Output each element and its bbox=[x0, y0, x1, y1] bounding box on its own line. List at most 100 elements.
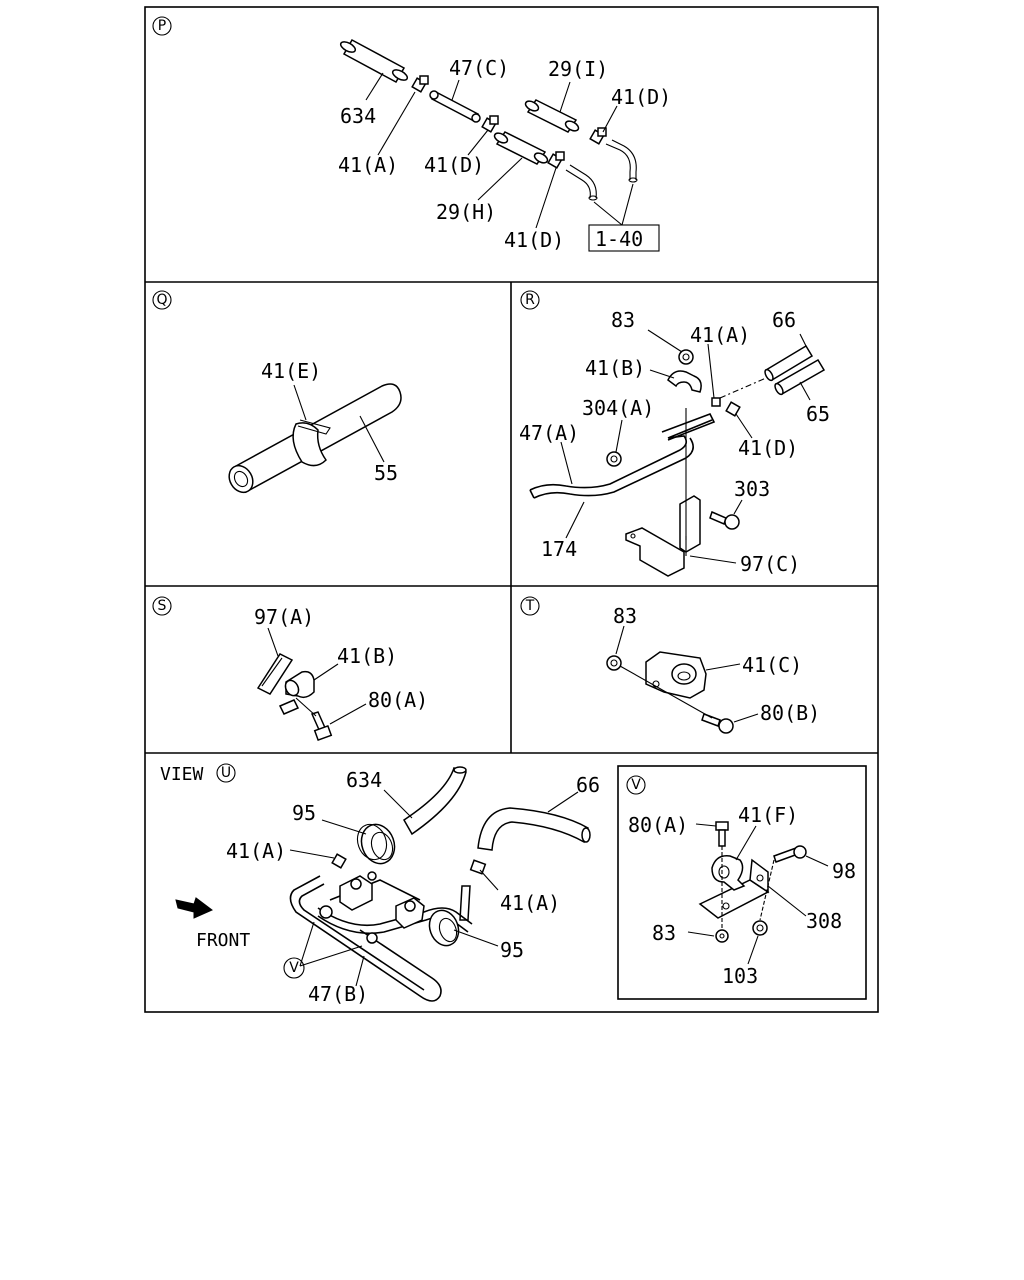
grommet-95-b bbox=[428, 909, 460, 947]
hose-66 bbox=[764, 344, 814, 382]
label-47b: 47(B) bbox=[308, 982, 368, 1006]
label-41a-r: 41(A) bbox=[690, 323, 750, 347]
label-80b: 80(B) bbox=[760, 701, 820, 725]
label-41d-2: 41(D) bbox=[424, 153, 484, 177]
panel-p-letter: P bbox=[158, 18, 166, 34]
clamp-41a-u-b bbox=[469, 859, 487, 875]
nut-83-v bbox=[715, 929, 729, 943]
label-308: 308 bbox=[806, 909, 842, 933]
bolt-80a-s bbox=[310, 711, 333, 742]
label-303: 303 bbox=[734, 477, 770, 501]
panel-u-badge: U bbox=[216, 763, 236, 783]
label-41e: 41(E) bbox=[261, 359, 321, 383]
brackets-u bbox=[319, 871, 425, 944]
label-41b-r: 41(B) bbox=[585, 356, 645, 380]
front-label: FRONT bbox=[196, 930, 250, 951]
label-95-a: 95 bbox=[292, 801, 316, 825]
hose-29h bbox=[493, 131, 549, 165]
hose-66-u bbox=[477, 807, 591, 851]
panel-t: T 83 41(C) 80(B) bbox=[520, 596, 820, 734]
panel-r-badge: R bbox=[520, 290, 540, 310]
nut-83-t bbox=[606, 655, 622, 671]
bolt-80b bbox=[701, 713, 734, 734]
label-41a: 41(A) bbox=[338, 153, 398, 177]
label-80a-v: 80(A) bbox=[628, 813, 688, 837]
label-41b-s: 41(B) bbox=[337, 644, 397, 668]
panel-v-badge: V bbox=[626, 775, 646, 795]
label-29i: 29(I) bbox=[548, 57, 608, 81]
hose-634 bbox=[339, 38, 409, 84]
panel-q-badge: Q bbox=[152, 290, 172, 310]
panel-t-letter: T bbox=[525, 598, 535, 614]
panel-q-letter: Q bbox=[156, 292, 167, 308]
label-634: 634 bbox=[340, 104, 376, 128]
panel-q: Q 41(E) 55 bbox=[152, 290, 402, 494]
label-304a: 304(A) bbox=[582, 396, 654, 420]
panel-q-leaders bbox=[293, 384, 385, 463]
label-29h: 29(H) bbox=[436, 200, 496, 224]
centerline-r bbox=[719, 377, 767, 399]
nut-103 bbox=[752, 920, 768, 936]
label-174: 174 bbox=[541, 537, 577, 561]
panel-u-letter: U bbox=[221, 765, 231, 781]
panel-v-letter: V bbox=[631, 777, 641, 793]
hose-short-u bbox=[459, 885, 471, 921]
label-66-r: 66 bbox=[772, 308, 796, 332]
label-97c: 97(C) bbox=[740, 552, 800, 576]
label-41c: 41(C) bbox=[742, 653, 802, 677]
panel-u-leaders bbox=[289, 789, 579, 987]
panel-s-badge: S bbox=[152, 596, 172, 616]
panel-s-leaders bbox=[267, 627, 367, 725]
label-83-v: 83 bbox=[652, 921, 676, 945]
panel-r: R bbox=[519, 290, 830, 577]
label-47a: 47(A) bbox=[519, 421, 579, 445]
clamp-41d-r bbox=[725, 401, 741, 417]
ref-1-40-box: 1-40 bbox=[595, 227, 643, 251]
nut-304a bbox=[606, 451, 622, 467]
bolt-98 bbox=[773, 845, 807, 863]
label-41d-r: 41(D) bbox=[738, 436, 798, 460]
clamp-41e bbox=[292, 419, 331, 467]
label-80a-s: 80(A) bbox=[368, 688, 428, 712]
clamp-41d-b bbox=[589, 127, 607, 145]
panel-r-leaders bbox=[560, 329, 811, 564]
clamp-41a-r bbox=[711, 397, 721, 407]
label-98: 98 bbox=[832, 859, 856, 883]
axis-s bbox=[295, 697, 317, 717]
label-83-r: 83 bbox=[611, 308, 635, 332]
panel-u: VIEW U FRONT bbox=[160, 763, 600, 1006]
view-label: VIEW bbox=[160, 764, 204, 785]
clip-41b-r bbox=[667, 370, 702, 393]
axis-v-2 bbox=[759, 859, 775, 921]
hose-65 bbox=[774, 358, 826, 396]
panel-t-badge: T bbox=[520, 596, 540, 616]
panel-r-letter: R bbox=[525, 292, 535, 308]
pipe-fittings-1-40 bbox=[565, 139, 638, 201]
label-v-callout: V bbox=[289, 960, 299, 976]
panel-v-leaders bbox=[687, 823, 829, 965]
label-47c: 47(C) bbox=[449, 56, 509, 80]
nut-83-r bbox=[678, 349, 694, 365]
panel-s-letter: S bbox=[158, 598, 167, 614]
label-95-b: 95 bbox=[500, 938, 524, 962]
front-arrow-icon bbox=[175, 897, 213, 919]
pipe-47c bbox=[429, 90, 481, 123]
clamp-41d-a bbox=[481, 115, 499, 133]
label-41f: 41(F) bbox=[738, 803, 798, 827]
badge-v-callout: V bbox=[283, 957, 305, 979]
clamp-41a-u-a bbox=[331, 853, 347, 869]
clamp-41d-c bbox=[547, 151, 565, 169]
label-97a: 97(A) bbox=[254, 605, 314, 629]
label-65: 65 bbox=[806, 402, 830, 426]
panel-t-leaders bbox=[615, 625, 759, 723]
bolt-303 bbox=[709, 510, 740, 530]
hose-29i bbox=[524, 99, 580, 133]
axis-t bbox=[619, 665, 713, 719]
bracket-97c bbox=[625, 495, 701, 577]
label-55: 55 bbox=[374, 461, 398, 485]
label-41a-u-1: 41(A) bbox=[226, 839, 286, 863]
label-103: 103 bbox=[722, 964, 758, 988]
panel-p-badge: P bbox=[152, 16, 172, 36]
bracket-308 bbox=[698, 858, 770, 919]
